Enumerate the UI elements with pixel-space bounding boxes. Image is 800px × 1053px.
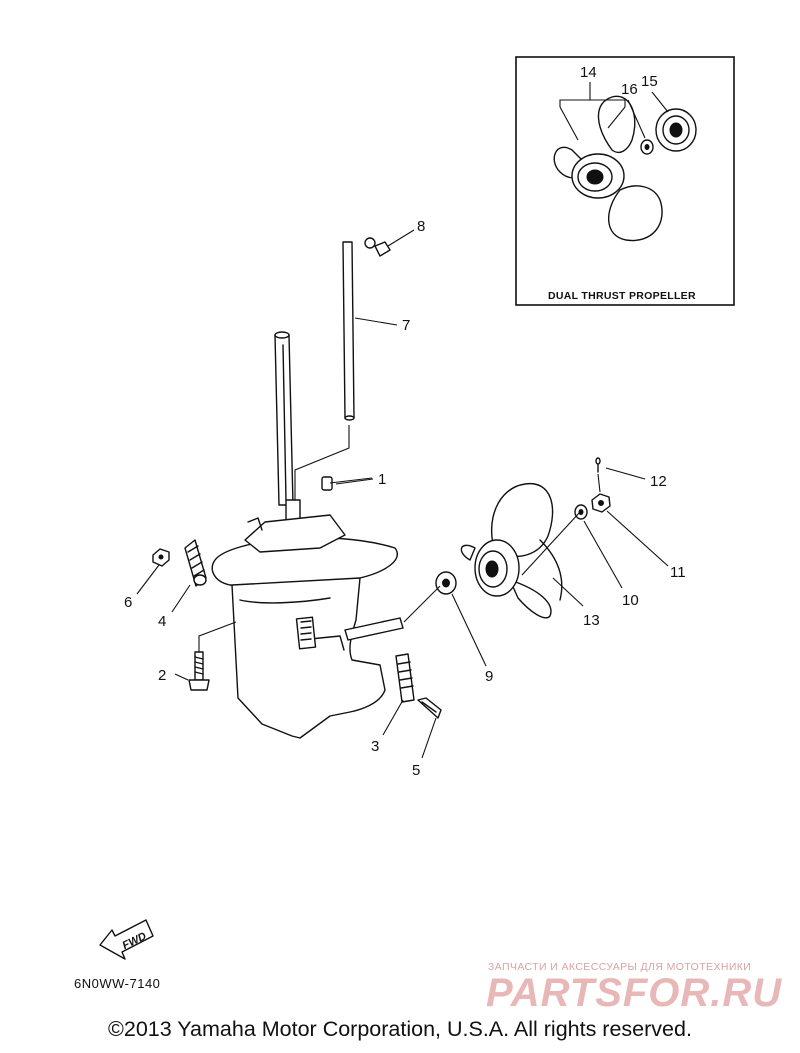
callout-14: 14 xyxy=(580,64,597,81)
lower-unit-assembly xyxy=(152,230,611,739)
inset-hub-ring xyxy=(577,162,613,192)
callout-5: 5 xyxy=(412,762,420,779)
housing-top xyxy=(244,514,346,553)
callout-16: 16 xyxy=(621,81,638,98)
propeller-blade-upper xyxy=(490,483,554,557)
callout-2: 2 xyxy=(158,667,166,684)
water-tube xyxy=(342,241,355,419)
callout-labels: 1 2 3 4 5 6 7 8 9 10 11 12 13 xyxy=(124,218,686,779)
diagram-code: 6N0WW-7140 xyxy=(74,976,160,991)
propeller-shaft xyxy=(344,617,404,641)
inset-caption: DUAL THRUST PROPELLER xyxy=(548,290,696,302)
inset-hub-bore xyxy=(586,169,604,185)
callout-8: 8 xyxy=(417,218,425,235)
callout-15: 15 xyxy=(641,73,658,90)
callout-3: 3 xyxy=(371,738,379,755)
propeller-blade-left xyxy=(460,544,476,561)
dowel-pin xyxy=(321,476,333,491)
watermark: ЗАПЧАСТИ И АКСЕССУАРЫ ДЛЯ МОТОТЕХНИКИ PA… xyxy=(486,961,782,1015)
callout-leaders xyxy=(136,229,669,759)
propeller xyxy=(460,483,563,619)
callout-1: 1 xyxy=(378,471,386,488)
forward-arrow: FWD xyxy=(99,919,154,960)
fwd-arrow-icon xyxy=(99,919,154,960)
trim-tab xyxy=(395,653,415,703)
copyright-notice: ©2013 Yamaha Motor Corporation, U.S.A. A… xyxy=(108,1017,692,1041)
callout-6: 6 xyxy=(124,594,132,611)
water-tube-seal xyxy=(364,237,376,249)
callout-4: 4 xyxy=(158,613,166,630)
propeller-blade-lower xyxy=(509,579,552,619)
callout-10: 10 xyxy=(622,592,639,609)
callout-13: 13 xyxy=(583,612,600,629)
dual-thrust-propeller-inset: 14 16 15 DUAL THRUST PROPELLER xyxy=(515,56,735,306)
callout-7: 7 xyxy=(402,317,410,334)
callout-9: 9 xyxy=(485,668,493,685)
callout-12: 12 xyxy=(650,473,667,490)
bolt xyxy=(194,651,204,681)
callout-11: 11 xyxy=(670,564,686,581)
inset-blade-bottom xyxy=(607,185,663,242)
watermark-tagline: ЗАПЧАСТИ И АКСЕССУАРЫ ДЛЯ МОТОТЕХНИКИ xyxy=(488,961,751,973)
watermark-logo: PARTSFOR.RU xyxy=(486,971,782,1015)
grommet xyxy=(374,241,391,257)
